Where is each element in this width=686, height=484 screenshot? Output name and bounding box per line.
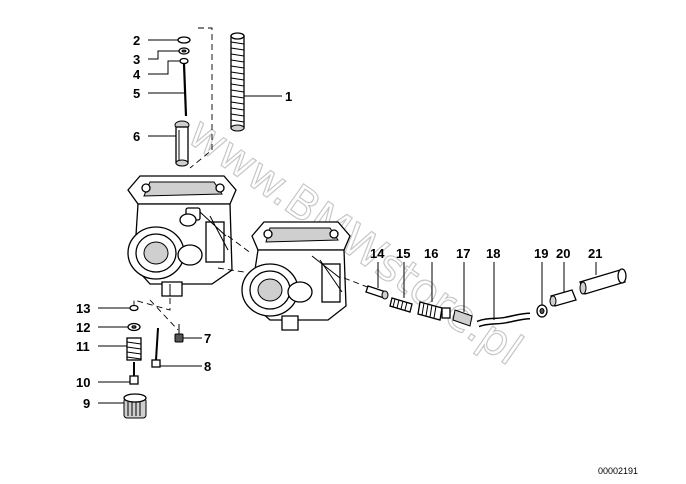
callout-12: 12 — [76, 320, 90, 335]
callout-2: 2 — [133, 33, 140, 48]
callout-13: 13 — [76, 301, 90, 316]
part-13-o-ring[interactable] — [129, 304, 139, 312]
callout-17: 17 — [456, 246, 470, 261]
callout-16: 16 — [424, 246, 438, 261]
guide-line-top — [189, 27, 213, 169]
part-17-fitting[interactable] — [452, 309, 473, 327]
part-10-screw[interactable] — [129, 362, 139, 385]
guide-line-right — [343, 277, 371, 289]
guide-line-mid — [227, 235, 253, 255]
part-11-spring[interactable] — [126, 337, 142, 361]
part-2-washer[interactable] — [177, 36, 191, 44]
callout-18: 18 — [486, 246, 500, 261]
part-8-bolt[interactable] — [151, 327, 161, 368]
carburetor-left[interactable] — [127, 175, 237, 297]
guide-line-low2 — [149, 299, 179, 331]
part-7-nut[interactable] — [174, 324, 184, 343]
guide-line-mid2 — [217, 267, 245, 273]
callout-11: 11 — [76, 339, 90, 354]
part-6-needle-jet[interactable] — [174, 120, 190, 167]
part-21-knob[interactable] — [579, 268, 627, 295]
part-18-cable-inner — [477, 314, 531, 326]
part-12-hole — [131, 325, 137, 329]
part-5-needle[interactable] — [182, 63, 188, 117]
part-1-spring[interactable] — [230, 32, 245, 132]
part-14-plunger[interactable] — [365, 285, 389, 300]
part-19-nut[interactable] — [536, 304, 548, 318]
callout-19: 19 — [534, 246, 548, 261]
callout-1: 1 — [285, 89, 292, 104]
callout-14: 14 — [370, 246, 385, 261]
callout-4: 4 — [133, 67, 141, 82]
callout-8: 8 — [204, 359, 211, 374]
part-9-cap[interactable] — [123, 393, 147, 419]
part-4-clip[interactable] — [179, 57, 189, 65]
callout-15: 15 — [396, 246, 410, 261]
part-15-spring[interactable] — [389, 297, 413, 313]
callout-3: 3 — [133, 52, 140, 67]
part-20-sleeve[interactable] — [549, 289, 577, 307]
callout-9: 9 — [83, 396, 90, 411]
callout-5: 5 — [133, 86, 140, 101]
callout-20: 20 — [556, 246, 570, 261]
carburetor-right[interactable] — [241, 221, 351, 331]
part-3-hole — [181, 49, 187, 53]
guide-line-low — [133, 298, 171, 311]
callout-21: 21 — [588, 246, 602, 261]
callout-7: 7 — [204, 331, 211, 346]
callout-10: 10 — [76, 375, 90, 390]
part-16-valve[interactable] — [417, 301, 451, 321]
drawing-number: 00002191 — [598, 466, 638, 476]
leader-lines — [98, 39, 597, 404]
callout-6: 6 — [133, 129, 140, 144]
